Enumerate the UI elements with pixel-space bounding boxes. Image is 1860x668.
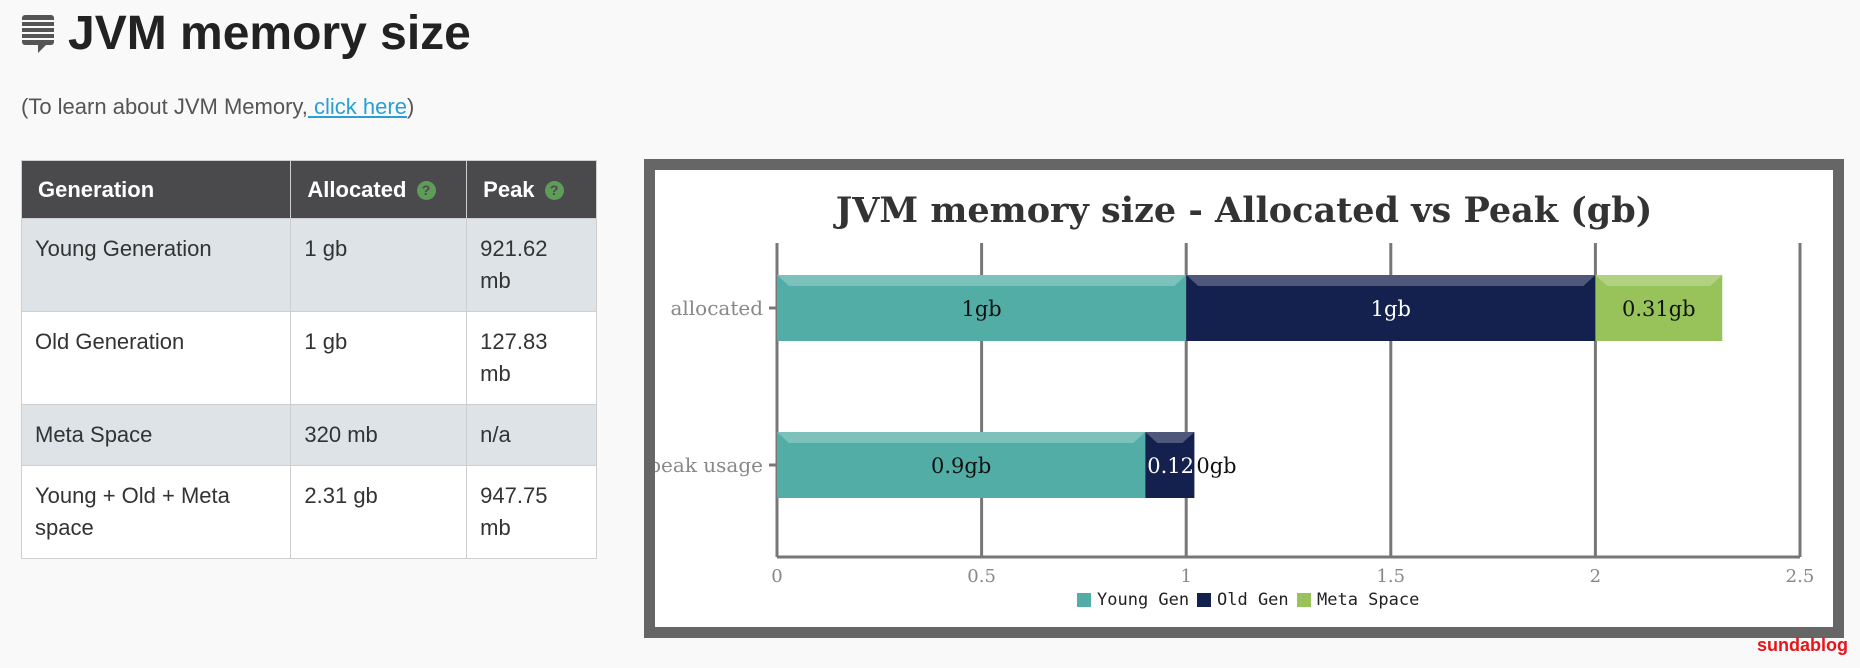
- cell-allocated: 2.31 gb: [290, 465, 468, 559]
- learn-prefix: (To learn about JVM Memory,: [21, 94, 308, 119]
- bar-highlight: [777, 275, 1187, 286]
- page-title: JVM memory size: [68, 7, 471, 60]
- x-tick-label: 0: [771, 566, 782, 587]
- table-row: Young + Old + Meta space 2.31 gb 947.75 …: [20, 465, 597, 559]
- header-generation: Generation: [20, 160, 292, 219]
- memory-table: Generation Allocated ? Peak ? Young Gene…: [20, 160, 597, 559]
- click-here-link[interactable]: click here: [307, 94, 407, 119]
- table-row: Young Generation 1 gb 921.62 mb: [20, 218, 597, 312]
- data-label: 0.31gb: [1622, 297, 1696, 321]
- legend-label: Young Gen: [1097, 590, 1189, 610]
- cell-generation: Young + Old + Meta space: [20, 465, 292, 559]
- legend-swatch: [1197, 593, 1211, 607]
- cell-allocated: 1 gb: [290, 218, 468, 312]
- cell-generation: Meta Space: [20, 404, 292, 466]
- data-label: 0.12g: [1147, 454, 1207, 478]
- x-tick-label: 1: [1180, 566, 1191, 587]
- stacked-bar-chart: JVM memory size - Allocated vs Peak (gb)…: [655, 190, 1815, 610]
- bar: [777, 275, 1187, 341]
- legend-label: Old Gen: [1217, 590, 1289, 610]
- header-allocated: Allocated ?: [290, 160, 468, 219]
- bar-highlight: [777, 432, 1146, 443]
- cell-peak: 947.75 mb: [466, 465, 597, 559]
- table-row: Meta Space 320 mb n/a: [20, 404, 597, 466]
- x-tick-label: 2: [1590, 566, 1601, 587]
- cell-generation: Young Generation: [20, 218, 292, 312]
- chart-frame: JVM memory size - Allocated vs Peak (gb)…: [644, 159, 1844, 638]
- cell-generation: Old Generation: [20, 311, 292, 405]
- cell-allocated: 1 gb: [290, 311, 468, 405]
- help-icon[interactable]: ?: [416, 180, 436, 200]
- table-header-row: Generation Allocated ? Peak ?: [20, 160, 597, 219]
- x-tick-label: 1.5: [1376, 566, 1405, 587]
- cell-allocated: 320 mb: [290, 404, 468, 466]
- header-peak: Peak ?: [466, 160, 597, 219]
- legend-label: Meta Space: [1317, 590, 1419, 610]
- y-tick-label: allocated: [670, 296, 763, 320]
- cell-peak: 921.62 mb: [466, 218, 597, 312]
- help-icon[interactable]: ?: [544, 180, 564, 200]
- table-row: Old Generation 1 gb 127.83 mb: [20, 311, 597, 405]
- y-tick-label: peak usage: [655, 453, 763, 477]
- memory-doc-icon: [22, 14, 54, 53]
- x-tick-label: 0.5: [967, 566, 996, 587]
- bar-highlight: [1595, 275, 1723, 286]
- x-tick-label: 2.5: [1786, 566, 1815, 587]
- bar-highlight: [1145, 432, 1195, 443]
- legend-swatch: [1077, 593, 1091, 607]
- data-label: 0.9gb: [931, 454, 991, 478]
- bar: [1186, 275, 1596, 341]
- cell-peak: 127.83 mb: [466, 311, 597, 405]
- legend-swatch: [1297, 593, 1311, 607]
- bar-highlight: [1186, 275, 1596, 286]
- chart-area: JVM memory size - Allocated vs Peak (gb)…: [655, 170, 1833, 627]
- page-header: JVM memory size: [20, 6, 471, 61]
- chart-title: JVM memory size - Allocated vs Peak (gb): [833, 190, 1653, 231]
- bar: [777, 432, 1146, 498]
- cell-peak: n/a: [466, 404, 597, 466]
- brand-watermark: sundablog: [1757, 635, 1848, 655]
- bar: [1595, 275, 1723, 341]
- data-label: 1gb: [961, 297, 1001, 321]
- bar: [1145, 432, 1195, 498]
- data-label: 0gb: [1196, 454, 1236, 478]
- learn-more-text: (To learn about JVM Memory, click here): [21, 94, 414, 120]
- data-label: 1gb: [1371, 297, 1411, 321]
- learn-suffix: ): [406, 94, 415, 119]
